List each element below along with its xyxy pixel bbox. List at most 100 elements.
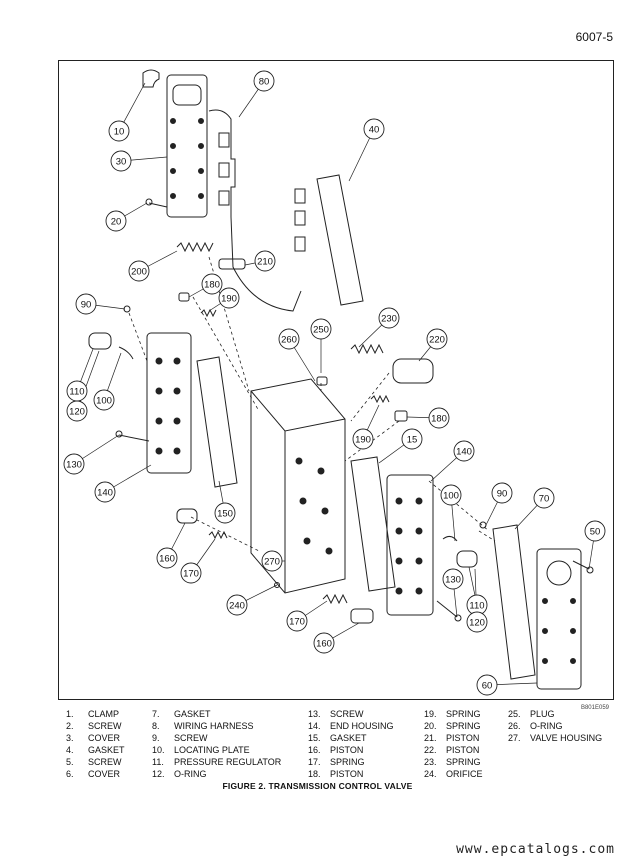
legend-item-name: GASKET	[174, 709, 211, 719]
callout-circle	[214, 502, 236, 524]
callout-c110a: 110	[66, 380, 88, 402]
legend-item: 20.SPRING	[424, 720, 483, 732]
legend-item-number: 24.	[424, 769, 437, 779]
callout-c40: 40	[363, 118, 385, 140]
callout-c80: 80	[253, 70, 275, 92]
callout-c120b: 120	[466, 611, 488, 633]
callout-circle	[201, 273, 223, 295]
legend-item-number: 19.	[424, 709, 437, 719]
callout-circle	[105, 210, 127, 232]
gasket-part-right	[350, 456, 396, 592]
callout-circle	[128, 260, 150, 282]
legend-item-name: SCREW	[330, 709, 364, 719]
pressure-regulator-part	[88, 332, 112, 350]
legend-item-number: 8.	[152, 721, 160, 731]
callout-label: 140	[97, 488, 113, 499]
callout-label: 130	[445, 575, 461, 586]
callout-label: 170	[289, 617, 305, 628]
cover-part-top	[166, 74, 208, 218]
callout-c30a: 30	[110, 150, 132, 172]
callout-c200: 200	[128, 260, 150, 282]
spring-part	[176, 241, 214, 253]
callout-label: 90	[81, 300, 92, 311]
gasket-part-seven	[492, 524, 536, 680]
legend-item: 18.PISTON	[308, 768, 394, 780]
legend-item: 3. COVER	[66, 732, 125, 744]
callout-c250: 250	[310, 318, 332, 340]
end-housing-part-left	[146, 332, 192, 474]
callout-c190b: 190	[352, 428, 374, 450]
callout-label: 120	[69, 407, 85, 418]
callout-circle	[401, 428, 423, 450]
legend-item: 4.GASKET	[66, 744, 125, 756]
legend-item: 21.PISTON	[424, 732, 483, 744]
legend-item-number: 20.	[424, 721, 437, 731]
legend-item-name: LOCATING PLATE	[174, 745, 250, 755]
callout-circle	[363, 118, 385, 140]
callout-circle	[476, 674, 498, 696]
callout-label: 190	[221, 294, 237, 305]
callout-label: 160	[316, 639, 332, 650]
exploded-diagram: 1030804020200210180190902602502302201101…	[63, 69, 606, 696]
callout-label: 100	[96, 396, 112, 407]
legend-item: 19. SPRING	[424, 708, 483, 720]
legend-item-name: O-RING	[174, 769, 207, 779]
legend-item-name: COVER	[88, 733, 121, 743]
callout-circle	[156, 547, 178, 569]
callout-circle	[254, 250, 276, 272]
legend-item-number: 26.	[508, 721, 521, 731]
callout-c160b: 160	[313, 632, 335, 654]
callout-c10a: 10	[108, 120, 130, 142]
legend-item-number: 10.	[152, 745, 165, 755]
callout-circle	[428, 407, 450, 429]
callout-label: 180	[204, 280, 220, 291]
callout-circle	[352, 428, 374, 450]
legend-item-name: SPRING	[446, 709, 481, 719]
callout-circle	[66, 400, 88, 422]
legend-item-number: 5.	[66, 757, 74, 767]
callout-circle	[108, 120, 130, 142]
legend-item: 9.SCREW	[152, 732, 281, 744]
callout-c120a: 120	[66, 400, 88, 422]
legend-item-number: 4.	[66, 745, 74, 755]
callout-label: 100	[443, 491, 459, 502]
callout-c260: 260	[278, 328, 300, 350]
callout-label: 10	[114, 127, 125, 138]
callout-c15a: 15	[401, 428, 423, 450]
callout-c180b: 180	[428, 407, 450, 429]
footer-url[interactable]: www.epcatalogs.com	[456, 842, 615, 857]
callout-c180a: 180	[201, 273, 223, 295]
clamp-part	[142, 69, 160, 88]
callout-label: 50	[590, 527, 601, 538]
callout-circle	[378, 307, 400, 329]
legend-item-number: 25.	[508, 709, 521, 719]
legend-item-name: PISTON	[446, 745, 480, 755]
legend-item: 14.END HOUSING	[308, 720, 394, 732]
legend-item-number: 13.	[308, 709, 321, 719]
figure-code: B801E059	[580, 705, 609, 711]
callout-circle	[286, 610, 308, 632]
callout-circle	[226, 594, 248, 616]
callout-label: 90	[497, 489, 508, 500]
callout-c210: 210	[254, 250, 276, 272]
callout-circle	[310, 318, 332, 340]
legend-item: 1.CLAMP	[66, 708, 125, 720]
callout-c220: 220	[426, 328, 448, 350]
legend-item-number: 15.	[308, 733, 321, 743]
legend-item-number: 6.	[66, 769, 74, 779]
figure-caption: FIGURE 2. TRANSMISSION CONTROL VALVE	[222, 781, 413, 791]
legend-item-number: 1.	[66, 709, 74, 719]
callout-label: 30	[116, 157, 127, 168]
callout-c90b: 90	[491, 482, 513, 504]
legend-item: 17.SPRING	[308, 756, 394, 768]
legend-item-number: 17.	[308, 757, 321, 767]
legend-item-number: 14.	[308, 721, 321, 731]
legend-item-name: SCREW	[88, 721, 122, 731]
legend-item-name: COVER	[88, 769, 121, 779]
legend-item-name: WIRING HARNESS	[174, 721, 254, 731]
callout-c60: 60	[476, 674, 498, 696]
legend-item-number: 3.	[66, 733, 74, 743]
